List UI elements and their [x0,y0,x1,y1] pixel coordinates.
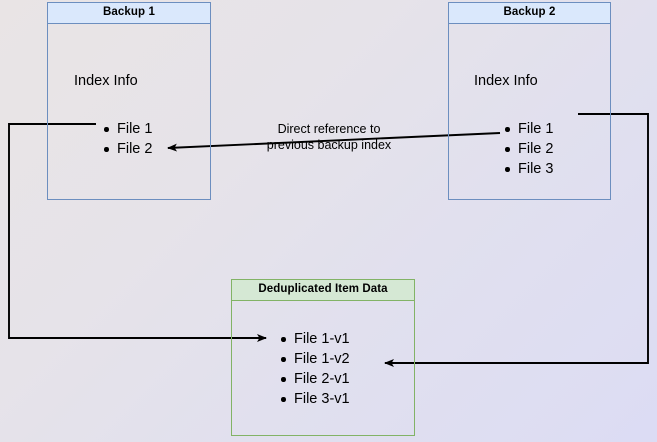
node-backup-2[interactable]: Backup 2 Index Info File 1 File 2 File 3 [448,2,611,200]
list-item: File 3-v1 [281,391,350,407]
backup-2-file-list: File 1 File 2 File 3 [501,119,553,179]
node-backup-2-header: Backup 2 [449,3,610,24]
list-item: File 2-v1 [281,371,350,387]
list-item: File 2 [504,141,554,157]
edge-label-line-1: Direct reference to [277,122,381,136]
backup-1-file-list: File 1 File 2 [100,119,152,159]
list-item: File 1-v1 [281,331,350,347]
deduplicated-file-list: File 1-v1 File 1-v2 File 2-v1 File 3-v1 [277,329,350,409]
backup-2-index-info-label: Index Info [474,73,538,89]
list-item: File 3 [504,161,554,177]
node-backup-1[interactable]: Backup 1 Index Info File 1 File 2 [47,2,211,200]
node-backup-2-body: Index Info File 1 File 2 File 3 [448,24,611,200]
edge-label-direct-reference: Direct reference to previous backup inde… [249,121,409,153]
node-backup-1-body: Index Info File 1 File 2 [47,24,211,200]
list-item: File 1 [504,121,554,137]
backup-1-index-info-label: Index Info [74,73,138,89]
node-deduplicated-item-data-header: Deduplicated Item Data [232,280,414,301]
list-item: File 2 [103,141,153,157]
node-deduplicated-item-data-body: File 1-v1 File 1-v2 File 2-v1 File 3-v1 [231,301,415,436]
list-item: File 1 [103,121,153,137]
node-backup-1-header: Backup 1 [48,3,210,24]
edge-label-line-2: previous backup index [266,138,392,152]
list-item: File 1-v2 [281,351,350,367]
node-deduplicated-item-data[interactable]: Deduplicated Item Data File 1-v1 File 1-… [231,279,415,436]
